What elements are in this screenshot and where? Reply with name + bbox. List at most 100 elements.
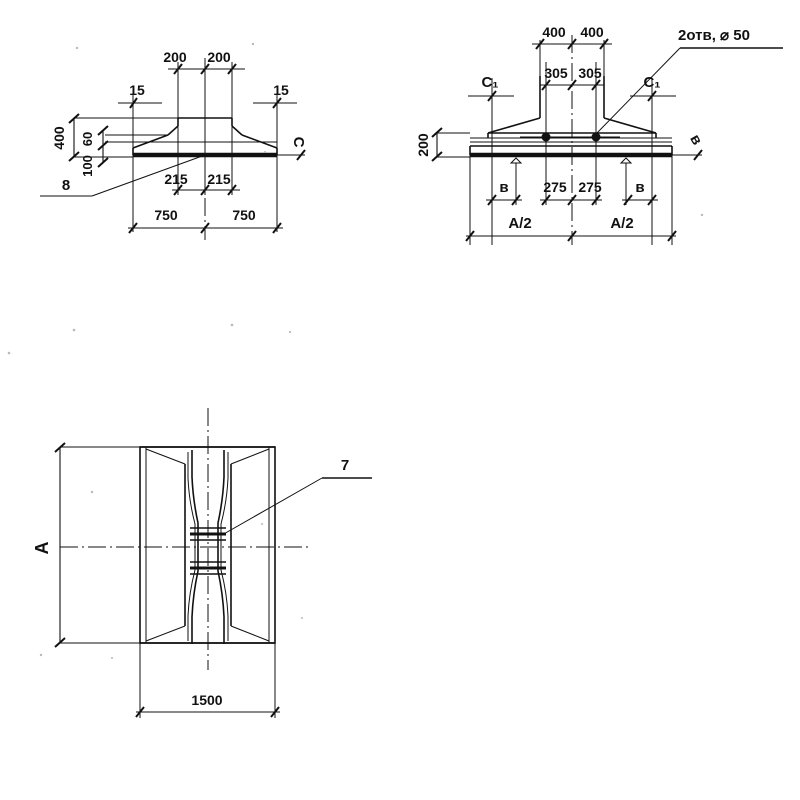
section-slope-left [487, 117, 541, 134]
dim-200-right: 200 [207, 49, 231, 65]
tick-200-a [173, 63, 183, 75]
dim-400-left: 400 [542, 24, 566, 40]
leader-8-pointer [91, 154, 206, 197]
label-mark-c1-left: С₁ [481, 74, 498, 91]
speck-4 [72, 328, 76, 332]
tick-v-left-b [511, 194, 521, 206]
tick-400s-b [567, 38, 577, 50]
dim-305-right: 305 [578, 65, 602, 81]
dim-400-height: 400 [51, 126, 67, 150]
speck-6 [288, 330, 292, 334]
speck-2 [251, 42, 255, 46]
plan-stem-right-taper-2 [220, 452, 229, 641]
tick-a2-c [667, 230, 677, 242]
tick-edge-mark [693, 149, 703, 161]
dim-750-left: 750 [154, 207, 178, 223]
speck-10 [39, 653, 43, 657]
arrow-mark-right [619, 157, 633, 164]
tick-750-b [200, 222, 210, 234]
tick-275-a [541, 194, 551, 206]
speck-11 [111, 657, 113, 659]
scan-artifacts [7, 42, 704, 659]
tick-200-b [200, 63, 210, 75]
tick-mark-c [296, 149, 306, 161]
dim-15-right: 15 [273, 82, 289, 98]
holes-leader-pointer [596, 47, 681, 134]
speck-3 [264, 151, 266, 153]
tick-305-c [591, 79, 601, 91]
tick-275-b [567, 194, 577, 206]
tick-1500-right [270, 706, 280, 718]
tick-275-c [591, 194, 601, 206]
tick-a2-a [465, 230, 475, 242]
tick-215-c [227, 184, 237, 196]
tick-400s-a [535, 38, 545, 50]
haunch-right-upper [231, 125, 243, 136]
tick-v-left-a [487, 194, 497, 206]
view-plan: 7 A 1500 [32, 408, 372, 718]
haunch-left-upper [167, 125, 179, 136]
arrow-mark-left [509, 157, 523, 164]
plan-haunch-tr [230, 448, 270, 465]
plan-stem-right-taper [217, 450, 225, 644]
tick-markc1-right [647, 90, 657, 102]
plan-stem-left-taper-2 [187, 452, 196, 641]
tick-750-c [272, 222, 282, 234]
tick-15-left [129, 97, 138, 109]
tick-v-right-a [623, 194, 633, 206]
view-front-elevation: 200 200 15 15 400 60 100 [40, 49, 307, 240]
label-edge-v: в [686, 132, 705, 148]
label-a2-right: А/2 [610, 215, 633, 232]
label-v-right: в [635, 179, 644, 196]
plan-haunch-tl [145, 448, 186, 465]
speck-5 [230, 323, 234, 327]
tick-a2-b [567, 230, 577, 242]
view-cross-section: 2отв, ⌀ 50 400 400 305 305 [415, 24, 783, 245]
tick-60-bot [97, 140, 109, 151]
speck-8 [90, 490, 94, 494]
plan-stem-left-taper [191, 450, 199, 644]
dim-215-right: 215 [207, 171, 231, 187]
tick-1500-left [135, 706, 145, 718]
speck-7 [7, 351, 11, 355]
label-mark-c1-right: С₁ [643, 74, 660, 91]
dim-200-slab: 200 [415, 133, 431, 157]
plan-haunch-br [230, 625, 270, 642]
dim-15-left: 15 [129, 82, 145, 98]
label-7: 7 [341, 457, 349, 474]
dim-215-left: 215 [164, 171, 188, 187]
speck-1 [75, 46, 79, 50]
tick-750-a [128, 222, 138, 234]
tick-v-right-b [647, 194, 657, 206]
tick-200-c [227, 63, 237, 75]
tick-215-a [173, 184, 183, 196]
tick-305-b [567, 79, 577, 91]
speck-12 [301, 617, 303, 619]
dim-400-right: 400 [580, 24, 604, 40]
dim-750-right: 750 [232, 207, 256, 223]
speck-13 [700, 213, 704, 217]
label-a2-left: А/2 [508, 215, 531, 232]
speck-9 [261, 523, 263, 525]
dim-1500-width: 1500 [191, 692, 222, 708]
tick-215-b [200, 184, 210, 196]
section-slope-right [603, 117, 657, 134]
label-A-height: A [32, 542, 52, 555]
tick-60-top [97, 125, 109, 136]
label-v-left: в [499, 179, 508, 196]
label-corner-c: С [290, 137, 307, 148]
tick-305-a [541, 79, 551, 91]
dim-305-left: 305 [544, 65, 568, 81]
tick-100-bot [97, 157, 109, 168]
dim-60-inner: 60 [80, 132, 95, 146]
plan-leader-pointer [221, 477, 323, 536]
dim-100-inner: 100 [80, 155, 95, 177]
plan-haunch-bl [145, 625, 186, 642]
dim-200-left: 200 [163, 49, 187, 65]
tick-markc1-left [487, 90, 497, 102]
label-8: 8 [62, 177, 70, 194]
dim-275-left: 275 [543, 179, 567, 195]
tick-15-right [272, 97, 282, 109]
